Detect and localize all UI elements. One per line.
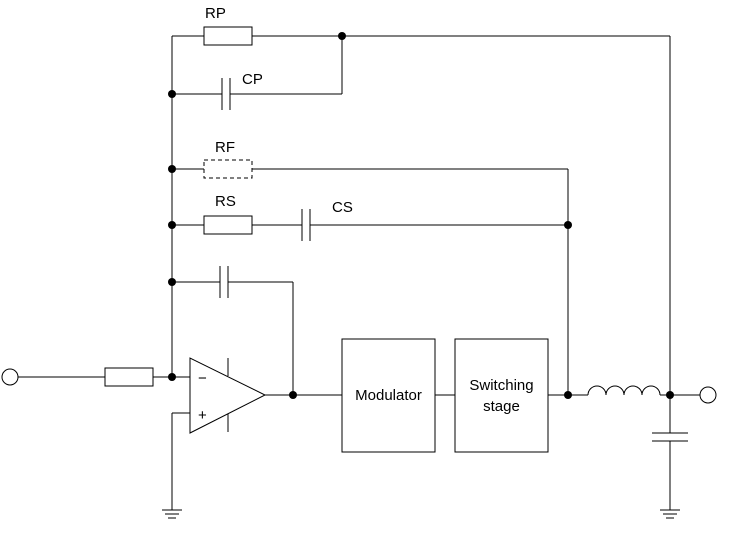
input-terminal: [1, 368, 19, 386]
rs-label: RS: [215, 193, 236, 210]
junction-inverting-input: [168, 373, 176, 381]
rp-resistor: [203, 26, 253, 46]
switching-stage-label-line2: stage: [483, 398, 520, 415]
opamp-plus-sign: +: [198, 407, 207, 424]
rf-label: RF: [215, 139, 235, 156]
modulator-block: [341, 338, 436, 453]
rs-resistor: [203, 215, 253, 235]
junction-cs-switch-node: [564, 221, 572, 229]
output-inductor: [587, 385, 661, 396]
junction-output-node: [666, 391, 674, 399]
junction-rf-bus: [168, 165, 176, 173]
junction-intcap-bus: [168, 278, 176, 286]
ground-left-icon: [162, 509, 182, 519]
switching-stage-label-line1: Switching: [469, 377, 533, 394]
opamp-minus-sign: −: [198, 370, 207, 387]
cp-label: CP: [242, 71, 263, 88]
rf-resistor: [203, 159, 253, 179]
junction-opamp-output: [289, 391, 297, 399]
input-resistor: [104, 367, 154, 387]
ground-right-icon: [660, 509, 680, 519]
junction-rp-cp: [338, 32, 346, 40]
junction-cp-bus: [168, 90, 176, 98]
junction-switch-node: [564, 391, 572, 399]
switching-stage-block: [454, 338, 549, 453]
junction-rs-bus: [168, 221, 176, 229]
cs-label: CS: [332, 199, 353, 216]
modulator-label: Modulator: [355, 387, 422, 404]
rp-label: RP: [205, 5, 226, 22]
output-terminal: [699, 386, 717, 404]
